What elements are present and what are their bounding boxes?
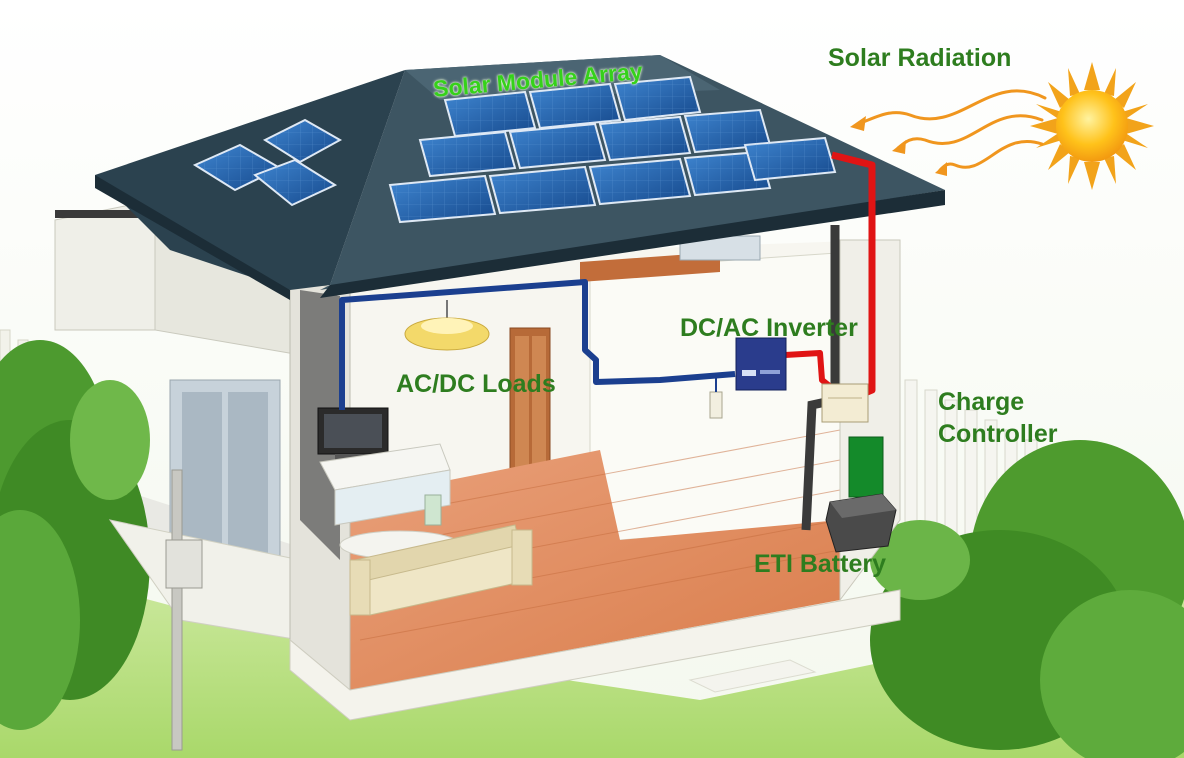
charge-controller-icon <box>821 383 869 423</box>
label-ac-dc-loads: AC/DC Loads <box>396 370 556 398</box>
battery-icon <box>825 436 897 553</box>
lawn <box>0 560 1184 758</box>
wooden-floor <box>350 450 840 690</box>
solar-panels-side <box>192 118 343 207</box>
tv-icon <box>317 407 389 462</box>
trees-right <box>870 440 1184 758</box>
trees-left <box>0 340 150 730</box>
label-dc-ac-inverter: DC/AC Inverter <box>680 314 858 342</box>
label-solar-radiation: Solar Radiation <box>828 44 1012 72</box>
label-charge-controller: Charge Controller <box>938 386 1057 450</box>
label-charge-controller-line1: Charge <box>938 388 1025 416</box>
label-charge-controller-line2: Controller <box>938 420 1058 448</box>
inverter-box-icon <box>735 337 787 391</box>
lamp-post <box>165 469 203 751</box>
ac-wire <box>339 279 736 410</box>
sun-icon <box>1030 62 1154 190</box>
label-eti-battery: ETI Battery <box>754 550 886 578</box>
ceiling-lamp-icon <box>404 300 490 351</box>
solar-module-array <box>388 75 837 224</box>
sofa-icon <box>349 524 533 616</box>
